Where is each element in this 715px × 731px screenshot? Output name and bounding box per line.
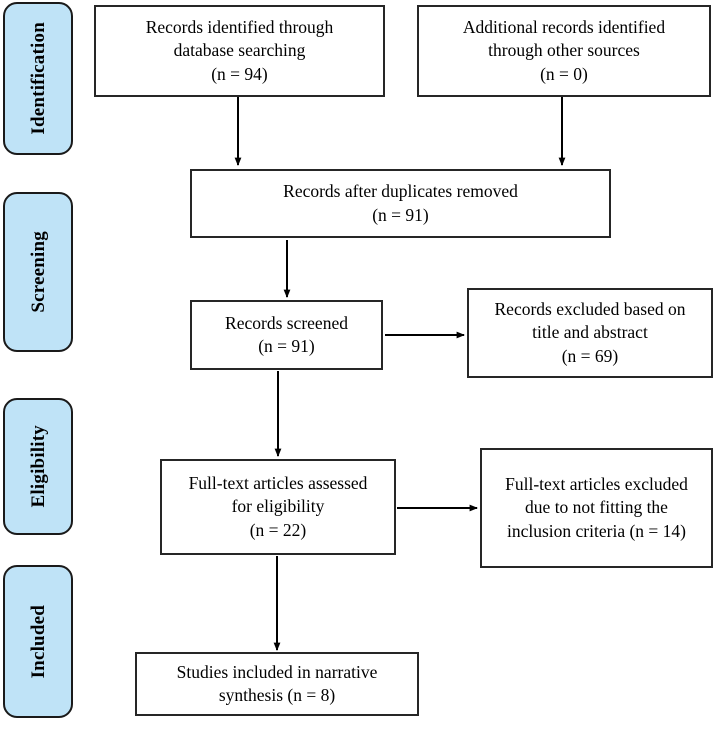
node-records-excluded-text: Records excluded based on title and abst… — [494, 299, 686, 366]
node-records-screened: Records screened (n = 91) — [190, 300, 383, 370]
node-records-after-duplicates-removed-text: Records after duplicates removed (n = 91… — [283, 181, 518, 225]
stage-label-screening: Screening — [3, 192, 73, 352]
node-additional-records-other-sources-text: Additional records identified through ot… — [462, 17, 666, 84]
node-studies-included: Studies included in narrative synthesis … — [135, 652, 419, 716]
node-fulltext-articles-excluded-text: Full-text articles excluded due to not f… — [505, 474, 688, 541]
stage-label-eligibility: Eligibility — [3, 398, 73, 535]
stage-label-identification-text: Identification — [27, 22, 49, 135]
node-records-identified-database: Records identified through database sear… — [94, 5, 385, 97]
stage-label-included-text: Included — [27, 604, 49, 679]
node-studies-included-text: Studies included in narrative synthesis … — [176, 661, 378, 705]
stage-label-screening-text: Screening — [27, 231, 49, 313]
node-fulltext-articles-assessed-text: Full-text articles assessed for eligibil… — [188, 473, 368, 540]
node-fulltext-articles-assessed: Full-text articles assessed for eligibil… — [160, 459, 396, 555]
node-fulltext-articles-excluded: Full-text articles excluded due to not f… — [480, 448, 713, 568]
node-records-identified-database-text: Records identified through database sear… — [145, 17, 334, 84]
node-records-after-duplicates-removed: Records after duplicates removed (n = 91… — [190, 169, 611, 238]
stage-label-identification: Identification — [3, 2, 73, 155]
stage-label-included: Included — [3, 565, 73, 718]
stage-label-eligibility-text: Eligibility — [27, 425, 49, 508]
node-records-excluded: Records excluded based on title and abst… — [467, 288, 713, 378]
node-additional-records-other-sources: Additional records identified through ot… — [417, 5, 711, 97]
node-records-screened-text: Records screened (n = 91) — [225, 312, 348, 356]
